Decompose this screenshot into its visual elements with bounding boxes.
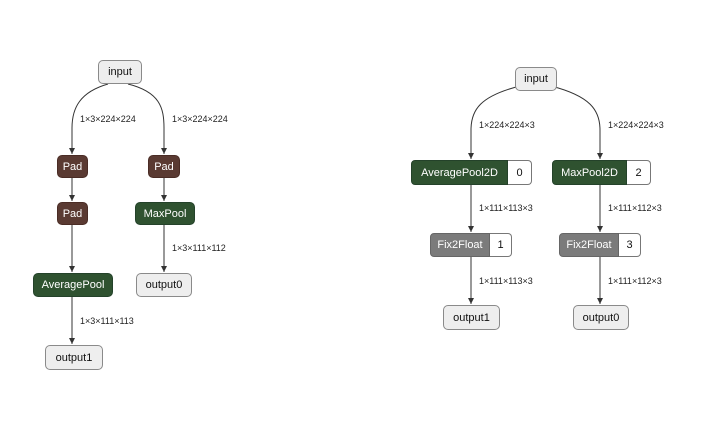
left-averagepool-node[interactable]: AveragePool (33, 273, 113, 297)
edge-label-left-averagepool-out: 1×3×111×113 (80, 316, 134, 326)
edge-label-right-avgpool-out: 1×111×113×3 (479, 203, 533, 213)
right-fix2float-node-left[interactable]: Fix2Float 1 (430, 233, 512, 257)
right-output1-node[interactable]: output1 (443, 305, 500, 330)
averagepool2d-index: 0 (508, 160, 532, 185)
right-maxpool2d-node[interactable]: MaxPool2D 2 (552, 160, 651, 185)
edge-label-left-input-right: 1×3×224×224 (172, 114, 228, 124)
right-input-node[interactable]: input (515, 67, 557, 91)
edge-input-averagepool2d (468, 85, 521, 159)
edge-label-right-fix-left-out: 1×111×113×3 (479, 276, 533, 286)
fix2float-right-label: Fix2Float (559, 233, 619, 257)
edge-label-right-input-left: 1×224×224×3 (479, 120, 535, 130)
left-input-node[interactable]: input (98, 60, 142, 84)
edge-input-maxpool2d (550, 85, 603, 159)
edge-input-pad-a (69, 83, 109, 154)
left-pad-node-a[interactable]: Pad (57, 155, 88, 178)
edge-label-right-input-right: 1×224×224×3 (608, 120, 664, 130)
right-averagepool2d-node[interactable]: AveragePool2D 0 (411, 160, 532, 185)
fix2float-right-index: 3 (619, 233, 641, 257)
left-pad-node-b[interactable]: Pad (57, 202, 88, 225)
fix2float-left-label: Fix2Float (430, 233, 490, 257)
right-fix2float-node-right[interactable]: Fix2Float 3 (559, 233, 641, 257)
averagepool2d-label: AveragePool2D (411, 160, 508, 185)
edge-label-left-maxpool-out: 1×3×111×112 (172, 243, 226, 253)
maxpool2d-label: MaxPool2D (552, 160, 627, 185)
edge-label-right-maxpool-out: 1×111×112×3 (608, 203, 662, 213)
left-output1-node[interactable]: output1 (45, 345, 103, 370)
left-maxpool-node[interactable]: MaxPool (135, 202, 195, 225)
right-output0-node[interactable]: output0 (573, 305, 629, 330)
left-output0-node[interactable]: output0 (136, 273, 192, 297)
fix2float-left-index: 1 (490, 233, 512, 257)
edge-label-right-fix-right-out: 1×111×112×3 (608, 276, 662, 286)
edge-label-left-input-left: 1×3×224×224 (80, 114, 136, 124)
maxpool2d-index: 2 (627, 160, 651, 185)
left-pad-node-c[interactable]: Pad (148, 155, 180, 178)
edge-input-pad-c (127, 83, 167, 154)
